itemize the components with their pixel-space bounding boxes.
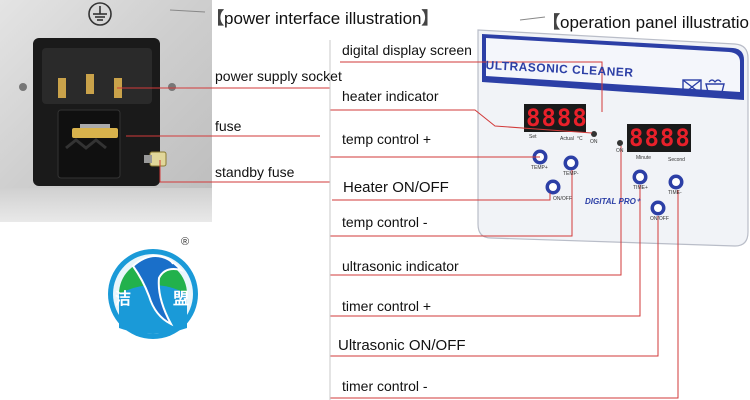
ultrasonic-led-icon xyxy=(617,140,623,146)
button-label-time-plus: TIME+ xyxy=(633,185,648,191)
header-text: power interface illustration xyxy=(224,9,422,28)
heater-onoff-button[interactable] xyxy=(545,179,561,195)
label-timer-control-minus: timer control - xyxy=(342,378,428,394)
label-ultrasonic-indicator: ultrasonic indicator xyxy=(342,258,459,274)
header-bracket-open: 【 xyxy=(543,13,560,32)
header-text: operation panel illustration xyxy=(560,13,750,32)
label-digital-display-screen: digital display screen xyxy=(342,42,472,58)
temp-plus-button[interactable] xyxy=(532,149,548,165)
panel-brand: DIGITAL PRO⁺ xyxy=(585,197,641,206)
button-label-time-minus: TIME- xyxy=(668,190,682,196)
ground-symbol-icon xyxy=(88,2,112,26)
label-fuse: fuse xyxy=(215,118,242,134)
time-plus-button-shape xyxy=(632,169,648,185)
standby-fuse-shape xyxy=(144,151,167,167)
heater-led-icon xyxy=(591,131,597,137)
timer-display-digits: 8888 xyxy=(629,124,691,152)
button-label-heat-onoff: ON/OFF xyxy=(553,196,572,202)
bath-icon xyxy=(705,79,725,97)
label-minute: Minute xyxy=(636,155,652,161)
label-actual: Actual xyxy=(560,136,574,142)
time-plus-button[interactable] xyxy=(632,169,648,185)
label-on-left: ON xyxy=(590,139,598,145)
header-pointer-line xyxy=(519,16,546,21)
header-bracket-close: 】 xyxy=(421,9,439,28)
brand-logo: 洁 盟 ® xyxy=(103,236,205,344)
label-heater-on-off: Heater ON/OFF xyxy=(343,179,449,196)
label-second: Second xyxy=(668,157,685,163)
temp-minus-button-shape xyxy=(563,155,579,171)
label-timer-control-plus: timer control + xyxy=(342,298,432,314)
operation-panel-card xyxy=(477,29,749,247)
ultrasonic-onoff-button[interactable] xyxy=(650,200,666,216)
callout-lines xyxy=(117,61,679,399)
label-temp-control-plus: temp control + xyxy=(342,131,432,147)
button-label-temp-minus: TEMP- xyxy=(563,171,579,177)
logo-char-left: 洁 xyxy=(115,291,132,308)
label-heater-indicator: heater indicator xyxy=(342,88,439,104)
power-interface-drawing xyxy=(19,2,176,186)
label-set: Set xyxy=(529,134,537,140)
washing-icon xyxy=(682,79,702,95)
fuse-drawer-shape xyxy=(57,109,121,179)
time-minus-button[interactable] xyxy=(668,174,684,190)
us-onoff-button-shape xyxy=(650,200,666,216)
button-label-us-onoff: ON/OFF xyxy=(650,216,669,222)
logo-char-right: 盟 xyxy=(173,291,190,308)
time-minus-button-shape xyxy=(668,174,684,190)
temp-display-digits: 8888 xyxy=(526,104,588,132)
label-ultrasonic-on-off: Ultrasonic ON/OFF xyxy=(338,337,466,354)
header-pointer-line xyxy=(169,9,206,13)
heat-onoff-button-shape xyxy=(545,179,561,195)
temp-display-background xyxy=(524,104,586,132)
header-bracket-open: 【 xyxy=(207,9,224,28)
temp-minus-button[interactable] xyxy=(563,155,579,171)
power-interface-photo xyxy=(0,0,212,222)
label-degc: °C xyxy=(577,136,583,142)
photo-floor-shadow xyxy=(0,188,212,222)
dolphin-logo-icon xyxy=(108,249,198,339)
registered-mark: ® xyxy=(181,236,190,248)
button-label-temp-plus: TEMP+ xyxy=(531,165,548,171)
timer-display-background xyxy=(627,124,691,152)
power-interface-header: 【power interface illustration】 xyxy=(207,4,438,29)
operation-panel-header: 【operation panel illustration】 xyxy=(543,8,750,33)
label-power-supply-socket: power supply socket xyxy=(215,68,342,84)
label-temp-control-minus: temp control - xyxy=(342,214,428,230)
label-on-mid: ON xyxy=(616,148,624,154)
label-standby-fuse: standby fuse xyxy=(215,164,295,180)
